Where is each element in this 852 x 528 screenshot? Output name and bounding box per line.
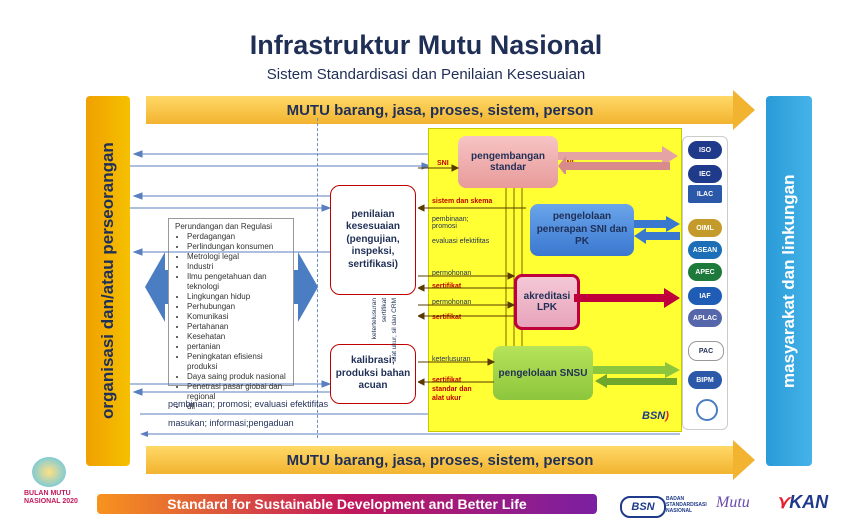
bottom-banner-arrowhead <box>733 440 755 480</box>
pembinaan-promosi-label: pembinaan; promosi <box>432 216 469 230</box>
left-side-bar: organisasi dan/atau perseorangan <box>86 96 130 466</box>
regulation-item: Metrologi legal <box>187 252 287 262</box>
panel-flow-arrows <box>418 164 526 386</box>
aplac-logo: APLAC <box>688 309 722 327</box>
asean-logo: ASEAN <box>688 241 722 259</box>
penilaian-kesesuaian-box: penilaian kesesuaian (pengujian, inspeks… <box>330 185 416 295</box>
regulation-item: Penetrasi pasar global dan regional <box>187 382 287 402</box>
sertifikat-standar-label: sertifikat standar dan alat ukur <box>432 377 472 403</box>
left-flow-lines <box>130 150 430 396</box>
iec-logo: IEC <box>688 165 722 183</box>
alat-ukur-vertical-label: alat ukur, sil dan CRM <box>391 298 398 362</box>
kan-footer-logo: ⋎KAN <box>776 492 829 512</box>
masukan-flow-label: masukan; informasi;pengaduan <box>168 418 294 428</box>
right-blue-arrow-icon <box>290 252 318 322</box>
regulations-list: Perdagangan Perlindungan konsumen Metrol… <box>175 232 287 412</box>
regulation-item: Lingkungan hidup <box>187 292 287 302</box>
keterlusuran-vertical-label: ketertelusuran <box>371 298 378 340</box>
bsn-panel-logo: BSN) <box>642 410 669 422</box>
regulation-item: Ilmu pengetahuan dan teknologi <box>187 272 287 292</box>
mutu-footer-logo: Mutu <box>716 494 750 511</box>
regulation-item: Peningkatan efisiensi produksi <box>187 352 287 372</box>
regulation-item: dll <box>187 402 287 412</box>
regulation-item: Pertahanan <box>187 322 287 332</box>
page-subtitle: Sistem Standardisasi dan Penilaian Keses… <box>266 66 586 83</box>
blue-arrow-to-right-icon <box>634 216 680 244</box>
oiml-logo: OIML <box>688 219 722 237</box>
regulations-heading: Perundangan dan Regulasi <box>175 222 272 231</box>
event-name: BULAN MUTU NASIONAL 2020 <box>24 490 78 505</box>
bsn-footer-caption: BADAN STANDARDISASI NASIONAL <box>666 496 707 514</box>
regulation-item: Industri <box>187 262 287 272</box>
event-logo-icon <box>32 457 66 487</box>
top-quality-banner: MUTU barang, jasa, proses, sistem, perso… <box>146 96 734 124</box>
pengelolaan-sni-box: pengelolaan penerapan SNI dan PK <box>530 204 634 256</box>
regulation-item: Daya saing produk nasional <box>187 372 287 382</box>
pink-arrow-to-right-icon <box>558 146 678 174</box>
permohonan-1-label: permohonan <box>432 270 472 277</box>
evaluasi-label: evaluasi efektifitas <box>432 238 490 245</box>
kalibrasi-box: kalibrasi; produksi bahan acuan <box>330 344 416 404</box>
regulation-item: Perdagangan <box>187 232 287 242</box>
page-title: Infrastruktur Mutu Nasional <box>249 30 603 60</box>
masukan-flow-arrow <box>140 431 680 437</box>
pengembangan-standar-box: pengembangan standar <box>458 136 558 188</box>
sni-left-label: SNI <box>437 160 449 167</box>
dashed-divider <box>317 118 318 438</box>
green-arrow-to-right-icon <box>593 362 680 388</box>
red-arrow-to-right-icon <box>574 288 680 308</box>
international-logos-column: ISO IEC ILAC OIML ASEAN APEC IAF APLAC P… <box>682 136 728 430</box>
pengelolaan-snsu-box: pengelolaan SNSU <box>493 346 593 400</box>
permohonan-2-label: permohonan <box>432 299 472 306</box>
sistem-skema-label: sistem dan skema <box>432 198 493 205</box>
pembinaan-flow-label: pembinaan; promosi; evaluasi efektifitas <box>168 399 329 409</box>
regulation-item: Perhubungan <box>187 302 287 312</box>
bottom-quality-banner: MUTU barang, jasa, proses, sistem, perso… <box>146 446 734 474</box>
top-banner-arrowhead <box>733 90 755 130</box>
regulation-item: Perlindungan konsumen <box>187 242 287 252</box>
bipm-logo: BIPM <box>688 371 722 389</box>
apec-logo: APEC <box>688 263 722 281</box>
iaf-logo: IAF <box>688 287 722 305</box>
tagline-bar: Standard for Sustainable Development and… <box>97 494 597 514</box>
pac-logo: PAC <box>688 341 724 361</box>
sertifikat-vertical-label: sertifikat <box>381 298 388 323</box>
keterlusuran-label: keterlusuran <box>432 356 471 363</box>
regulation-item: Komunikasi <box>187 312 287 322</box>
sertifikat-1-label: sertifikat <box>432 283 462 290</box>
iso-logo: ISO <box>688 141 722 159</box>
bsn-footer-logo: BSN <box>620 496 666 518</box>
ilac-logo: ILAC <box>688 185 722 203</box>
left-blue-arrow-icon <box>145 252 173 322</box>
sertifikat-2-label: sertifikat <box>432 314 462 321</box>
regulations-box: Perundangan dan Regulasi Perdagangan Per… <box>168 218 294 411</box>
right-side-bar: masyarakat dan linkungan <box>766 96 812 466</box>
globe-logo-icon <box>696 399 718 421</box>
akreditasi-lpk-box: akreditasi LPK <box>514 274 580 330</box>
regulation-item: pertanian <box>187 342 287 352</box>
regulation-item: Kesehatan <box>187 332 287 342</box>
